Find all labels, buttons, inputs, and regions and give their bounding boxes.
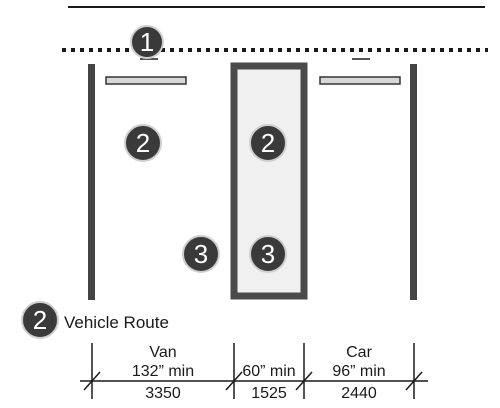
van-mm: 3350 [145, 385, 181, 402]
tick-left [83, 371, 101, 391]
van-inches: 132” min [132, 363, 194, 380]
legend-marker-number: 2 [33, 305, 47, 335]
marker-number: 1 [140, 27, 154, 57]
access-aisle-marker-left: 3 [182, 235, 220, 273]
vehicle-route-marker-aisle: 2 [249, 124, 287, 162]
accessible-route-marker: 1 [130, 25, 164, 59]
aisle-mm: 1525 [251, 385, 287, 402]
legend: 2 Vehicle Route [21, 301, 169, 339]
tick-aisle-right [295, 371, 313, 391]
tick-aisle-left [225, 371, 243, 391]
marker-number: 3 [261, 239, 275, 269]
car-mm: 2440 [341, 385, 377, 402]
access-aisle-marker-inside: 3 [249, 235, 287, 273]
dimension-lines [80, 343, 428, 399]
vehicle-route-marker-van: 2 [124, 124, 162, 162]
car-label: Car [346, 344, 372, 361]
marker-number: 2 [136, 128, 150, 158]
marker-number: 2 [261, 128, 275, 158]
van-label: Van [149, 344, 176, 361]
car-inches: 96” min [332, 363, 385, 380]
legend-marker [21, 301, 59, 339]
left-parking-stripe [88, 64, 95, 300]
marker-number: 3 [194, 239, 208, 269]
right-parking-stripe [410, 64, 417, 300]
right-wheel-stop [319, 76, 401, 85]
tick-right [405, 371, 423, 391]
legend-label: Vehicle Route [64, 313, 169, 332]
aisle-inches: 60” min [242, 363, 295, 380]
left-wheel-stop [105, 76, 187, 85]
